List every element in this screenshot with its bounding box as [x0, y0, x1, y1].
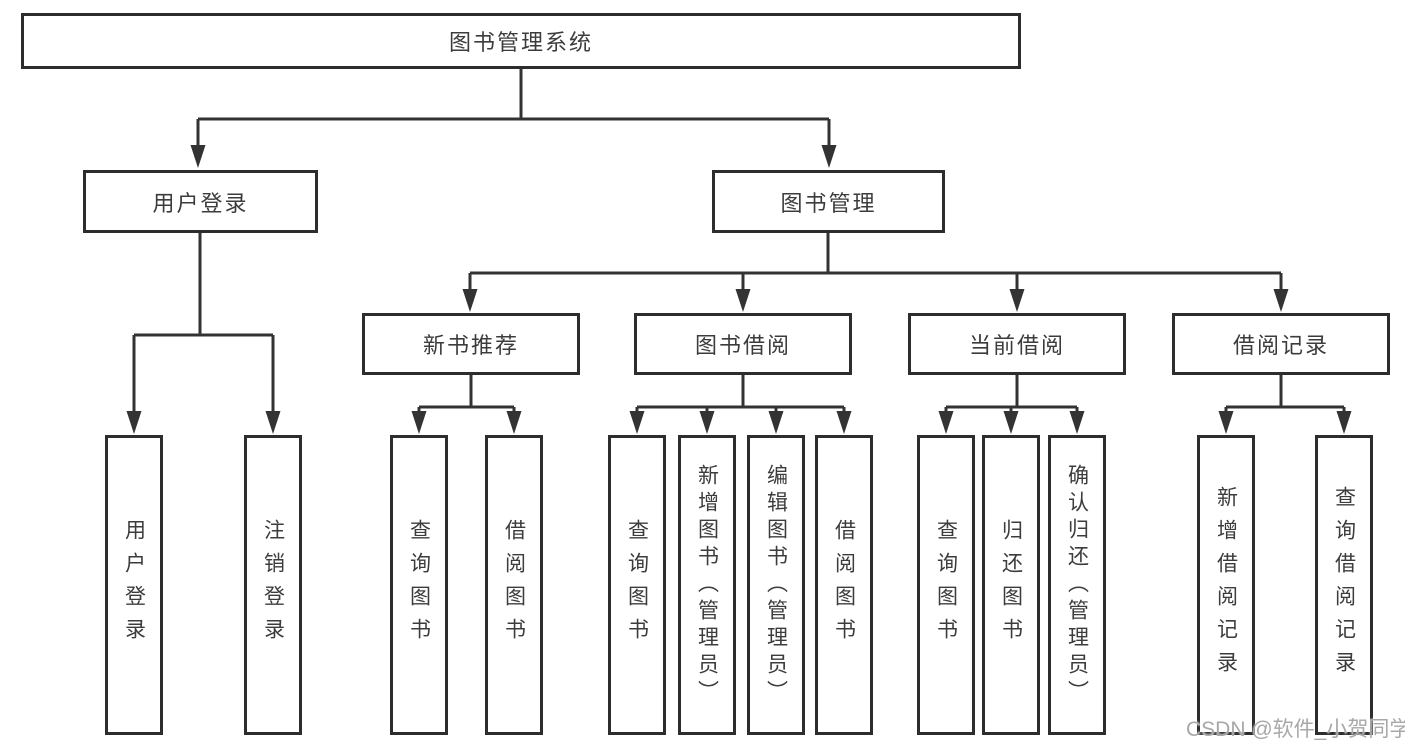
- node-label: 查询借阅记录: [1332, 486, 1356, 684]
- leaf-query-borrow-record: 查询借阅记录: [1315, 435, 1373, 735]
- node-label: 借阅图书: [832, 519, 856, 651]
- node-label: 图书管理: [780, 190, 877, 216]
- node-label: 图书借阅: [694, 333, 791, 358]
- node-label: 用户登录: [122, 519, 146, 651]
- leaf-query-books-2: 查询图书: [608, 435, 666, 735]
- leaf-query-books-1: 查询图书: [390, 435, 448, 735]
- node-label: 当前借阅: [968, 333, 1065, 358]
- leaf-user-login: 用户登录: [105, 435, 163, 735]
- leaf-borrow-books-1: 借阅图书: [485, 435, 543, 735]
- node-label: 新增借阅记录: [1214, 486, 1238, 684]
- leaf-add-books-admin: 新增图书（管理员）: [678, 435, 736, 735]
- node-label: 查询图书: [407, 519, 431, 651]
- leaf-query-books-3: 查询图书: [917, 435, 975, 735]
- csdn-watermark: CSDN @软件_小贺同学: [1186, 718, 1405, 741]
- leaf-logout: 注销登录: [244, 435, 302, 735]
- node-user-login: 用户登录: [83, 170, 318, 233]
- node-label: 确认归还（管理员）: [1065, 463, 1089, 707]
- leaf-borrow-books-2: 借阅图书: [815, 435, 873, 735]
- node-label: 归还图书: [999, 519, 1023, 651]
- leaf-return-books: 归还图书: [982, 435, 1040, 735]
- leaf-confirm-return-admin: 确认归还（管理员）: [1048, 435, 1106, 735]
- node-label: 用户登录: [152, 190, 249, 216]
- node-label: 图书管理系统: [448, 30, 593, 55]
- leaf-edit-books-admin: 编辑图书（管理员）: [747, 435, 805, 735]
- node-label: 编辑图书（管理员）: [764, 463, 788, 707]
- node-label: 新增图书（管理员）: [695, 463, 719, 707]
- node-current-borrowing: 当前借阅: [908, 313, 1126, 375]
- node-label: 新书推荐: [422, 333, 519, 358]
- leaf-add-borrow-record: 新增借阅记录: [1197, 435, 1255, 735]
- node-label: 查询图书: [934, 519, 958, 651]
- node-label: 借阅记录: [1232, 333, 1329, 358]
- node-new-book-recommendation: 新书推荐: [362, 313, 580, 375]
- node-label: 查询图书: [625, 519, 649, 651]
- node-book-borrowing: 图书借阅: [634, 313, 852, 375]
- node-borrowing-records: 借阅记录: [1172, 313, 1390, 375]
- node-label: 注销登录: [261, 519, 285, 651]
- node-library-management-system: 图书管理系统: [21, 13, 1021, 69]
- node-book-management: 图书管理: [712, 170, 945, 233]
- node-label: 借阅图书: [502, 519, 526, 651]
